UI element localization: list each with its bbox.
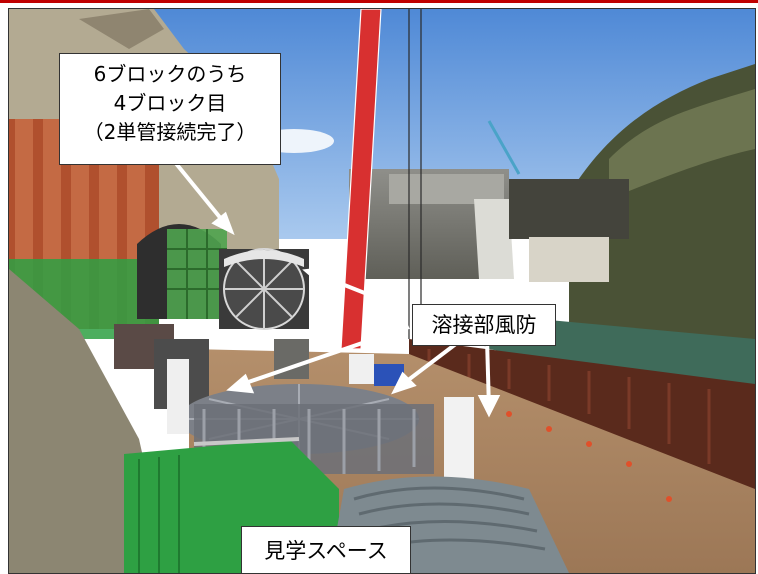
mountain-ridge — [609, 89, 755, 199]
crane — [340, 9, 422, 350]
rock-shadow — [79, 9, 164, 49]
block-status-callout: 6ブロックのうち 4ブロック目 （2単管接続完了） — [59, 53, 281, 165]
viewing-space-callout: 見学スペース — [241, 526, 411, 573]
block-status-line-1: 6ブロックのうち — [93, 62, 247, 86]
steel-ring-structure — [179, 384, 434, 474]
building-white — [529, 237, 609, 282]
annotation-arrows — [172, 159, 501, 418]
weld-windbreak-callout: 溶接部風防 — [412, 304, 556, 346]
spillway — [474, 199, 514, 279]
distant-crane — [487, 120, 521, 175]
block-status-line-3: （2単管接続完了） — [83, 120, 257, 144]
header-rule — [0, 0, 758, 3]
tunnel-scaffold — [167, 229, 227, 319]
block-status-line-2: 4ブロック目 — [113, 91, 227, 115]
blue-cover — [374, 364, 404, 386]
building — [509, 179, 629, 239]
weld-wind-screen — [167, 359, 189, 434]
construction-site-photo: 6ブロックのうち 4ブロック目 （2単管接続完了） 溶接部風防 見学スペース — [8, 8, 756, 574]
weld-wind-screen — [349, 354, 374, 384]
pipe-segment-upper — [219, 248, 309, 330]
